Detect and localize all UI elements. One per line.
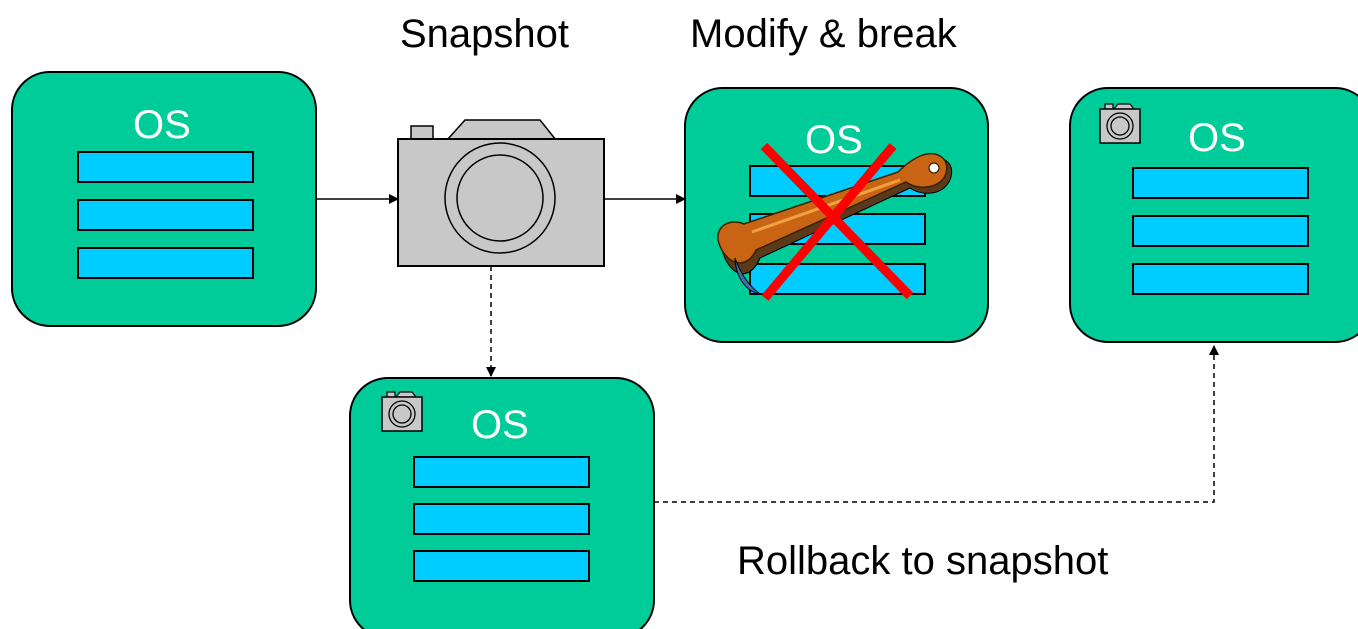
os-box-restored <box>1069 87 1358 343</box>
os-box-original <box>11 71 317 327</box>
caption-modify-break: Modify & break <box>690 12 957 56</box>
os-bar <box>1132 167 1309 199</box>
os-label-original: OS <box>133 103 191 147</box>
os-label-snapshot: OS <box>471 403 529 447</box>
caption-snapshot: Snapshot <box>400 12 570 56</box>
os-bar <box>1132 215 1309 247</box>
camera-icon <box>1099 103 1141 144</box>
os-label-restored: OS <box>1188 116 1246 160</box>
cross-icon <box>760 142 914 301</box>
camera-icon <box>397 119 605 267</box>
caption-rollback: Rollback to snapshot <box>737 539 1109 583</box>
os-bar <box>1132 263 1309 295</box>
os-label-modified: OS <box>805 118 863 162</box>
os-box-snapshot <box>349 377 655 629</box>
os-bar <box>77 247 254 279</box>
arrow-rollback <box>654 345 1219 503</box>
os-bar <box>413 550 590 582</box>
os-bar <box>413 456 590 488</box>
os-bar <box>413 503 590 535</box>
os-bar <box>77 151 254 183</box>
camera-icon <box>381 391 423 432</box>
os-bar <box>77 199 254 231</box>
